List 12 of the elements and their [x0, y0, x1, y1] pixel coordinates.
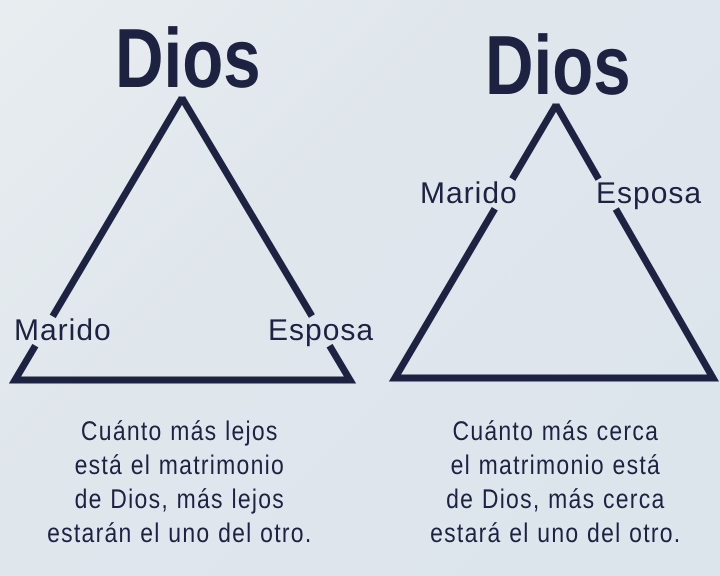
- vertex-label: Marido: [420, 179, 518, 209]
- triangle-base-line: [388, 207, 720, 382]
- vertex-label: Esposa: [268, 316, 374, 346]
- vertex-label: Esposa: [596, 179, 702, 209]
- vertex-label: Dios: [485, 28, 631, 104]
- triangle-side: [178, 94, 315, 318]
- triangle-base-line: [8, 344, 356, 384]
- vertex-label: Dios: [115, 21, 261, 97]
- vertex-label: Marido: [14, 316, 112, 346]
- caption-text: Cuánto más cerca el matrimonio está de Dios, más cerca estará el uno del otro.: [429, 415, 683, 550]
- triangle-side: [552, 102, 602, 181]
- caption-text: Cuánto más lejos está el matrimonio de Dios, más lejos estarán el uno del otro.: [46, 415, 314, 550]
